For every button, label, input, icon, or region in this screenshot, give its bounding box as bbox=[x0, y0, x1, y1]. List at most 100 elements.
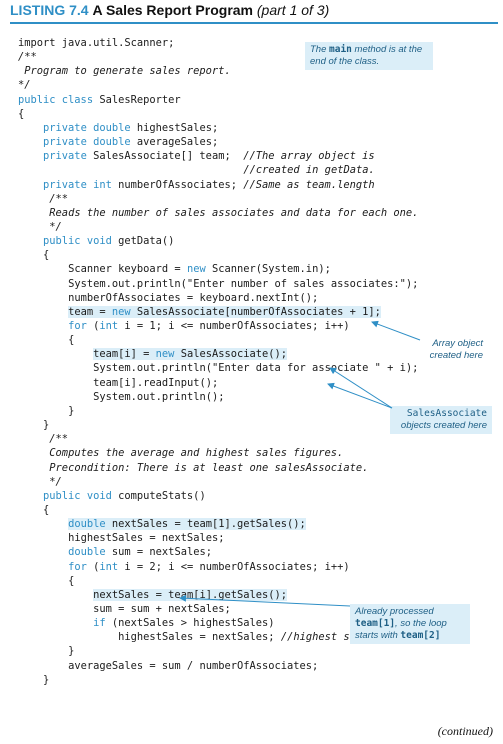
code-keyword: private bbox=[43, 150, 87, 163]
callout-sa-code: SalesAssociate bbox=[406, 408, 487, 419]
code-text: Scanner(System.in); bbox=[205, 263, 331, 276]
code-comment: //created in getData. bbox=[243, 164, 375, 177]
code-text: averageSales; bbox=[130, 136, 219, 149]
code-line: */ bbox=[49, 475, 62, 489]
callout-sa-rest: objects created here bbox=[400, 420, 487, 431]
code-line: Reads the number of sales associates and… bbox=[49, 206, 418, 220]
code-comment: */ bbox=[49, 475, 62, 488]
code-text: System.out.println("Enter number of sale… bbox=[68, 277, 419, 290]
code-line: { bbox=[68, 333, 74, 347]
code-line: /** bbox=[49, 432, 68, 446]
code-keyword: double bbox=[68, 546, 106, 559]
code-text: SalesReporter bbox=[93, 93, 181, 106]
code-line: { bbox=[18, 107, 24, 121]
callout-main-pre: The bbox=[310, 44, 330, 55]
code-line: private double averageSales; bbox=[43, 135, 218, 149]
code-text: { bbox=[43, 503, 50, 516]
callout-ap-mid: , so the loop starts with bbox=[355, 618, 447, 641]
code-line: public void computeStats() bbox=[43, 489, 206, 503]
code-line: Precondition: There is at least one sale… bbox=[49, 461, 368, 475]
listing-part: (part 1 of 3) bbox=[256, 2, 330, 18]
callout-array-object: Array object created here bbox=[418, 336, 488, 364]
code-line: System.out.println(); bbox=[93, 390, 224, 404]
code-text: { bbox=[18, 107, 25, 120]
code-text: nextSales = team[i].getSales(); bbox=[93, 588, 288, 601]
code-comment: Reads the number of sales associates and… bbox=[49, 206, 419, 219]
code-comment: /** bbox=[49, 192, 69, 205]
code-text: averageSales = sum / numberOfAssociates; bbox=[68, 659, 319, 672]
callout-main-post: method is at the end of the class. bbox=[310, 44, 423, 67]
code-line: team[i].readInput(); bbox=[93, 376, 218, 390]
code-line: //created in getData. bbox=[243, 163, 374, 177]
code-line: private SalesAssociate[] team; //The arr… bbox=[43, 149, 375, 163]
code-line: nextSales = team[i].getSales(); bbox=[93, 588, 288, 602]
callout-main-method: The main method is at the end of the cla… bbox=[305, 42, 433, 70]
code-text: Scanner keyboard = bbox=[68, 263, 187, 276]
code-comment: /** bbox=[18, 51, 37, 64]
code-text: System.out.println("Enter data for assoc… bbox=[93, 362, 419, 375]
code-text: nextSales = team[1].getSales(); bbox=[105, 518, 306, 531]
code-keyword: new bbox=[155, 348, 175, 361]
code-line: public class SalesReporter bbox=[18, 93, 181, 107]
code-line: public void getData() bbox=[43, 234, 174, 248]
code-line: } bbox=[43, 673, 49, 687]
code-keyword: public void bbox=[43, 489, 112, 502]
code-line: */ bbox=[18, 78, 31, 92]
code-line: System.out.println("Enter data for assoc… bbox=[93, 361, 418, 375]
code-text: (nextSales > highestSales) bbox=[105, 617, 275, 630]
code-keyword: public class bbox=[18, 93, 94, 106]
code-text: sum = nextSales; bbox=[105, 546, 212, 559]
code-line: { bbox=[43, 248, 49, 262]
code-keyword: public void bbox=[43, 235, 112, 248]
code-line: } bbox=[43, 418, 49, 432]
code-text: { bbox=[68, 334, 75, 347]
code-line: team[i] = new SalesAssociate(); bbox=[93, 347, 288, 361]
code-text: { bbox=[43, 249, 50, 262]
code-keyword: if bbox=[93, 617, 106, 630]
code-text: i = 2; i <= numberOfAssociates; i++) bbox=[118, 560, 350, 573]
code-text: System.out.println(); bbox=[93, 390, 225, 403]
code-line: for (int i = 2; i <= numberOfAssociates;… bbox=[68, 560, 350, 574]
code-line: private int numberOfAssociates; //Same a… bbox=[43, 178, 375, 192]
code-text: } bbox=[43, 673, 50, 686]
code-text: numberOfAssociates = keyboard.nextInt(); bbox=[68, 291, 319, 304]
code-line: numberOfAssociates = keyboard.nextInt(); bbox=[68, 291, 318, 305]
code-text: team = bbox=[68, 305, 112, 318]
code-comment: //The array object is bbox=[243, 150, 375, 163]
code-line: } bbox=[68, 404, 74, 418]
arrow-sa-1 bbox=[327, 382, 393, 409]
code-line: double sum = nextSales; bbox=[68, 545, 212, 559]
code-text: SalesAssociate[] team; bbox=[86, 150, 244, 163]
callout-ap-pre: Already processed bbox=[355, 606, 434, 617]
code-line: import java.util.Scanner; bbox=[18, 36, 174, 50]
code-comment: /** bbox=[49, 433, 69, 446]
code-line: { bbox=[68, 574, 74, 588]
callout-ap-code: team[1] bbox=[355, 618, 396, 629]
code-line: sum = sum + nextSales; bbox=[93, 602, 231, 616]
code-text: import java.util.Scanner; bbox=[18, 37, 175, 49]
code-comment: Computes the average and highest sales f… bbox=[49, 447, 344, 460]
code-line: } bbox=[68, 644, 74, 658]
arrow-array-object bbox=[371, 320, 421, 341]
listing-number: LISTING 7.4 bbox=[10, 2, 89, 18]
code-text: getData() bbox=[111, 235, 175, 248]
code-keyword: double bbox=[68, 518, 106, 531]
code-text: highestSales; bbox=[130, 121, 219, 134]
code-comment: Precondition: There is at least one sale… bbox=[49, 461, 369, 474]
code-line: private double highestSales; bbox=[43, 121, 218, 135]
code-text: { bbox=[68, 574, 75, 587]
code-line: double nextSales = team[1].getSales(); bbox=[68, 517, 306, 531]
code-line: averageSales = sum / numberOfAssociates; bbox=[68, 659, 318, 673]
code-line: /** bbox=[18, 50, 37, 64]
code-line: Computes the average and highest sales f… bbox=[49, 446, 343, 460]
code-text: team[i].readInput(); bbox=[93, 376, 219, 389]
code-line: team = new SalesAssociate[numberOfAssoci… bbox=[68, 305, 381, 319]
code-text: i = 1; i <= numberOfAssociates; i++) bbox=[118, 320, 350, 332]
code-line: */ bbox=[49, 220, 62, 234]
code-line: Scanner keyboard = new Scanner(System.in… bbox=[68, 262, 331, 276]
code-text: SalesAssociate(); bbox=[174, 348, 288, 361]
code-text: numberOfAssociates; bbox=[111, 178, 244, 191]
callout-main-code: main bbox=[329, 44, 352, 55]
code-keyword: for bbox=[68, 320, 87, 332]
code-keyword: for bbox=[68, 560, 87, 573]
